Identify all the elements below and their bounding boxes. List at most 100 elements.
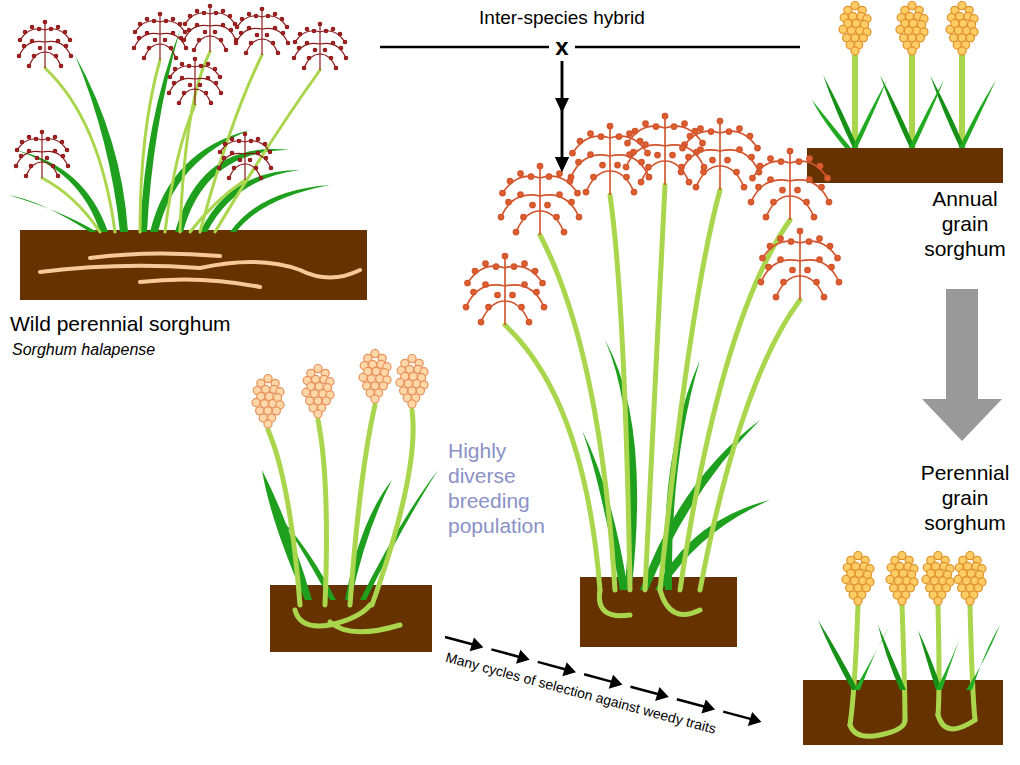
wild-sorghum-drawing-part-part bbox=[190, 180, 245, 232]
tall-population-plant bbox=[463, 113, 841, 647]
tall-population-plant-part-part bbox=[498, 163, 581, 235]
perennial-sorghum-drawing-part-part bbox=[954, 552, 986, 606]
annual-sorghum-drawing-part bbox=[823, 75, 965, 148]
perennial-sorghum-drawing-part-part bbox=[970, 605, 975, 720]
small-population-plant-part-part bbox=[318, 420, 326, 605]
wild-sorghum-drawing-part-part bbox=[182, 4, 237, 52]
perennial-sorghum-drawing-part-part bbox=[966, 625, 1000, 690]
wild-sorghum-drawing-part-part bbox=[230, 185, 330, 232]
small-population-plant-part-part bbox=[360, 470, 438, 600]
connector-line bbox=[562, 47, 800, 159]
population-circle: Highly diverse breeding populationMany c… bbox=[244, 172, 880, 765]
small-population-plant-part-part bbox=[330, 622, 400, 632]
perennial-sorghum-drawing-part-part bbox=[902, 605, 905, 720]
perennial-sorghum-drawing-part bbox=[854, 625, 1000, 690]
selection-arrows-part bbox=[611, 677, 621, 687]
wild-sorghum-drawing-part-part bbox=[217, 132, 272, 180]
wild-sorghum-drawing-part bbox=[40, 253, 360, 287]
selection-arrows-part bbox=[723, 712, 752, 720]
tall-population-plant-part bbox=[463, 113, 841, 325]
selection-arrows-part bbox=[631, 687, 660, 695]
selection-arrows-part bbox=[472, 640, 482, 650]
wild-sorghum-drawing-part bbox=[8, 30, 330, 232]
wild-sorghum-drawing-part bbox=[14, 4, 347, 180]
perennial-sorghum-drawing-part-part bbox=[818, 620, 858, 690]
annual-sorghum-drawing-part-part bbox=[959, 55, 965, 148]
wild-sorghum-drawing-part-part bbox=[140, 60, 160, 232]
small-population-plant-part bbox=[268, 405, 413, 632]
perennial-sorghum-drawing-part-part bbox=[854, 625, 890, 690]
wild-sorghum-drawing-part-part bbox=[132, 12, 187, 60]
tall-population-plant-part-part bbox=[610, 195, 630, 590]
population-label: Highly diverse breeding population bbox=[448, 438, 566, 538]
annual-sorghum-drawing-part-part bbox=[839, 2, 871, 56]
connector bbox=[555, 47, 800, 172]
annual-sorghum-drawing-part-part bbox=[909, 80, 944, 148]
plant-group: Wild perennial sorghumSorghum halapense bbox=[5, 0, 380, 370]
annual-sorghum-drawing-part-part bbox=[909, 55, 915, 148]
selection-arrows-part bbox=[564, 665, 574, 675]
small-population-plant-part-part bbox=[350, 405, 375, 605]
small-population-plant-part-part bbox=[268, 430, 300, 605]
plant-name: Perennial grain sorghum bbox=[913, 460, 1017, 535]
tall-population-plant-part-part bbox=[678, 118, 761, 190]
wild-sorghum-drawing-part-part bbox=[90, 253, 220, 258]
tall-population-plant-part-part bbox=[463, 253, 546, 325]
annual-sorghum-drawing bbox=[807, 2, 1003, 183]
tall-population-plant-part-part bbox=[645, 185, 665, 590]
wild-sorghum-drawing-part-part bbox=[17, 20, 72, 68]
tall-population-plant-part-part bbox=[758, 228, 841, 300]
annual-sorghum-drawing-part-part bbox=[930, 75, 965, 148]
perennial-sorghum-drawing-part-part bbox=[850, 720, 905, 736]
perennial-sorghum-drawing-part bbox=[850, 605, 975, 736]
small-population-plant-part-part bbox=[252, 375, 284, 429]
wild-sorghum-drawing bbox=[8, 4, 367, 300]
plant-name: Wild perennial sorghum bbox=[10, 311, 231, 336]
plant-name: Annual grain sorghum bbox=[913, 186, 1017, 261]
wild-sorghum-drawing-part-part bbox=[234, 7, 289, 55]
perennial-sorghum-drawing-part-part bbox=[918, 630, 942, 690]
perennial-sorghum-drawing-part-part bbox=[922, 552, 954, 606]
cross-symbol: x bbox=[549, 33, 575, 61]
arrowhead bbox=[555, 157, 569, 172]
wild-sorghum-drawing-part-part bbox=[42, 178, 100, 232]
connector bbox=[380, 47, 569, 172]
plant-group: Perennial grain sorghum bbox=[800, 445, 1020, 755]
annual-sorghum-drawing-part-part bbox=[946, 2, 978, 56]
wild-sorghum-drawing-part-part bbox=[75, 55, 128, 232]
selection-arrows-part bbox=[518, 652, 528, 662]
perennial-sorghum-drawing-part-part bbox=[938, 605, 939, 715]
annual-sorghum-drawing-part bbox=[839, 2, 978, 56]
arrowhead bbox=[555, 157, 569, 172]
perennial-sorghum-drawing-part-part bbox=[938, 715, 975, 729]
tall-population-plant-part-part bbox=[680, 220, 790, 590]
wild-sorghum-drawing-part-part bbox=[292, 22, 347, 70]
selection-arrows-part bbox=[677, 699, 706, 707]
wild-sorghum-drawing-part-part bbox=[140, 30, 180, 232]
tall-population-plant-part-part bbox=[660, 590, 700, 615]
wild-sorghum-drawing-part-part bbox=[15, 150, 108, 232]
wild-sorghum-drawing-part-part bbox=[40, 262, 360, 278]
perennial-sorghum-drawing-part-part bbox=[878, 625, 906, 690]
selection-arrows-part bbox=[750, 714, 760, 724]
wild-sorghum-drawing-part bbox=[20, 230, 367, 300]
wild-sorghum-drawing-part-part bbox=[14, 130, 69, 178]
wild-sorghum-drawing-part-part bbox=[140, 279, 260, 287]
annual-sorghum-drawing-part-part bbox=[812, 100, 851, 148]
annual-sorghum-drawing-part-part bbox=[852, 55, 858, 148]
small-population-plant-part bbox=[252, 350, 428, 429]
selection-note: Many cycles of selection against weedy t… bbox=[444, 649, 718, 738]
connector-line bbox=[380, 47, 562, 159]
selection-arrows-part bbox=[538, 662, 567, 670]
perennial-sorghum-drawing bbox=[803, 552, 1003, 745]
selection-arrows-part bbox=[445, 637, 474, 645]
wild-sorghum-drawing-part-part bbox=[8, 195, 97, 232]
annual-sorghum-drawing-part-part bbox=[959, 80, 996, 148]
wild-sorghum-drawing-part-part bbox=[215, 70, 320, 232]
tall-population-plant-part-part bbox=[540, 235, 615, 590]
selection-arrows-part bbox=[584, 674, 613, 682]
circle-fill bbox=[244, 172, 880, 765]
selection-arrows-part bbox=[657, 690, 667, 700]
